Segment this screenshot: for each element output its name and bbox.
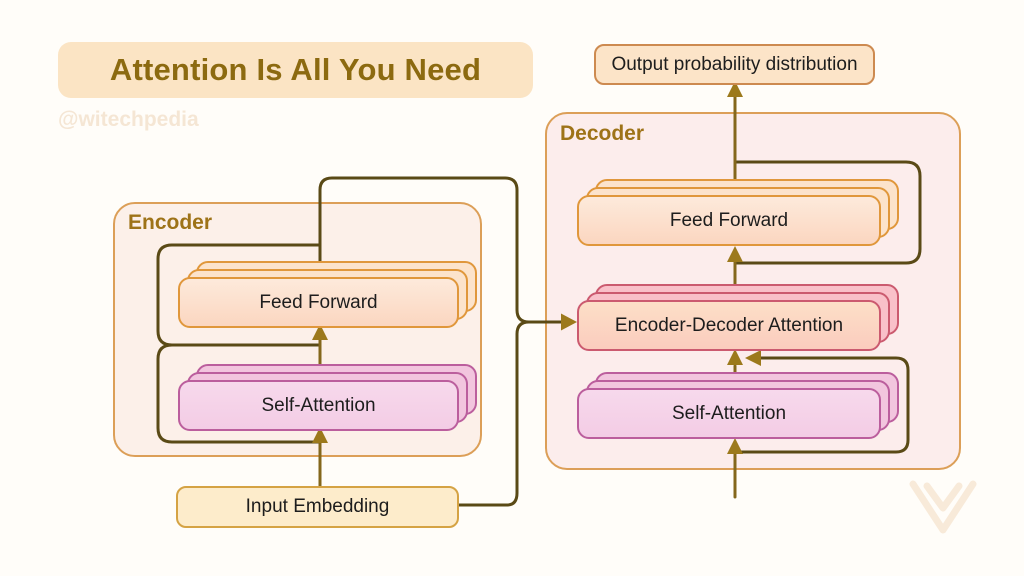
- decoder-feed-forward-block: Feed Forward: [577, 195, 881, 246]
- encoder-decoder-attention-block: Encoder-Decoder Attention: [577, 300, 881, 351]
- arrowhead-sa-residual-left: [745, 350, 761, 366]
- encoder-to-decoder-wire: [318, 176, 565, 324]
- decoder-label: Decoder: [560, 122, 645, 145]
- arrowhead-encoder-sa-input: [312, 427, 328, 443]
- arrowhead-into-enc-dec-attention: [561, 313, 577, 331]
- arrowhead-decoder-ff-input: [727, 246, 743, 262]
- diagram-title-banner: Attention Is All You Need: [58, 42, 533, 98]
- arrowhead-encoder-ff-input: [312, 324, 328, 340]
- input-embedding-box: Input Embedding: [176, 486, 459, 528]
- block-label: Feed Forward: [669, 209, 789, 231]
- arrowhead-output-box: [727, 81, 743, 97]
- block-label: Self-Attention: [671, 402, 787, 424]
- input-box-label: Input Embedding: [245, 496, 390, 517]
- decoder-self-attention-block: Self-Attention: [577, 388, 881, 439]
- encoder-self-attention-block: Self-Attention: [178, 380, 459, 431]
- chevron-shield-logo-icon: [909, 480, 977, 534]
- diagram-title: Attention Is All You Need: [109, 52, 482, 87]
- encoder-feed-forward-block: Feed Forward: [178, 277, 459, 328]
- arrowhead-decoder-sa-input: [727, 438, 743, 454]
- block-label: Self-Attention: [261, 394, 376, 416]
- block-label: Feed Forward: [259, 291, 378, 313]
- decoder-sa-residual-loop: [733, 356, 910, 454]
- arrowhead-decoder-eda-input: [727, 349, 743, 365]
- encoder-sa-residual-loop: [156, 343, 322, 444]
- encoder-label: Encoder: [128, 211, 213, 234]
- output-box-label: Output probability distribution: [611, 53, 858, 75]
- input-embedding-bypass-wire: [454, 320, 531, 507]
- encoder-ff-residual-loop: [156, 243, 322, 347]
- author-watermark: @witechpedia: [58, 108, 199, 131]
- decoder-ff-residual-loop: [733, 160, 922, 265]
- output-probability-box: Output probability distribution: [594, 44, 875, 85]
- block-label: Encoder-Decoder Attention: [614, 314, 844, 336]
